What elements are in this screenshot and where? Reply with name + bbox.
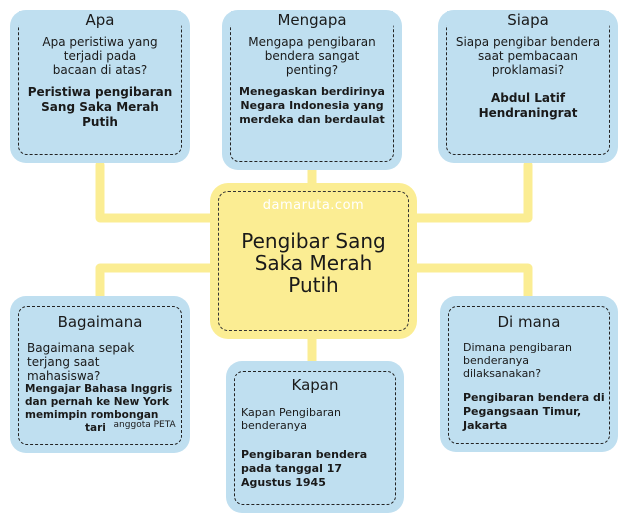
answer-line: Sang Saka Merah bbox=[41, 100, 159, 114]
card-bagaimana-border: Bagaimana Bagaimana sepak terjang saat m… bbox=[18, 306, 182, 445]
card-dimana: Di mana Dimana pengibaran benderanya dil… bbox=[440, 296, 618, 452]
card-siapa-border: Siapa Siapa pengibar bendera saat pembac… bbox=[446, 11, 610, 155]
connector-apa bbox=[95, 160, 217, 223]
card-kapan-answer: Pengibaran bendera pada tanggal 17 Agust… bbox=[241, 448, 391, 490]
answer-line: memimpin rombongan bbox=[25, 409, 159, 421]
question-line: Apa peristiwa yang bbox=[42, 35, 158, 49]
question-line: bacaan di atas? bbox=[52, 63, 148, 77]
card-mengapa-answer: Menegaskan berdirinya Negara Indonesia y… bbox=[231, 85, 393, 127]
question-line: terjang saat bbox=[27, 355, 100, 369]
center-topic-title: Pengibar Sang Saka Merah Putih bbox=[219, 230, 408, 296]
answer-line: Hendraningrat bbox=[478, 106, 578, 120]
card-apa: Apa Apa peristiwa yang terjadi pada baca… bbox=[10, 10, 190, 163]
connector-bagaimana bbox=[95, 263, 217, 305]
answer-line: merdeka dan berdaulat bbox=[239, 113, 385, 126]
card-mengapa: Mengapa Mengapa pengibaran bendera sanga… bbox=[222, 10, 402, 170]
card-dimana-border: Di mana Dimana pengibaran benderanya dil… bbox=[448, 306, 610, 444]
center-topic-border: damaruta.com Pengibar Sang Saka Merah Pu… bbox=[218, 191, 409, 331]
card-dimana-question: Dimana pengibaran benderanya dilaksanaka… bbox=[463, 341, 605, 380]
card-bagaimana-question: Bagaimana sepak terjang saat mahasiswa? bbox=[27, 341, 177, 383]
card-apa-answer: Peristiwa pengibaran Sang Saka Merah Put… bbox=[19, 85, 181, 130]
center-title-line: Putih bbox=[288, 273, 339, 297]
card-apa-title: Apa bbox=[79, 11, 121, 29]
question-line: saat pembacaan bbox=[477, 49, 579, 63]
question-line: mahasiswa? bbox=[27, 369, 101, 383]
question-line: Mengapa pengibaran bbox=[248, 35, 376, 49]
center-title-line: Pengibar Sang bbox=[241, 229, 386, 253]
card-kapan: Kapan Kapan Pengibaran benderanya Pengib… bbox=[226, 361, 404, 513]
answer-line: Peristiwa pengibaran bbox=[27, 85, 173, 99]
card-dimana-answer: Pengibaran bendera di Pegangsaan Timur, … bbox=[463, 391, 605, 433]
answer-line: pada tanggal 17 bbox=[241, 462, 343, 475]
question-line: penting? bbox=[285, 63, 339, 77]
question-line: bendera sangat bbox=[264, 49, 360, 63]
connector-siapa bbox=[410, 160, 533, 223]
card-apa-question: Apa peristiwa yang terjadi pada bacaan d… bbox=[19, 35, 181, 77]
card-siapa: Siapa Siapa pengibar bendera saat pembac… bbox=[438, 10, 618, 163]
answer-line: Negara Indonesia yang bbox=[240, 99, 384, 112]
center-title-line: Saka Merah bbox=[254, 251, 373, 275]
answer-line: Mengajar Bahasa Inggris bbox=[25, 383, 173, 395]
answer-line: Pengibaran bendera bbox=[241, 448, 368, 461]
answer-line: Putih bbox=[82, 115, 118, 129]
question-line: proklamasi? bbox=[491, 63, 565, 77]
card-siapa-answer: Abdul Latif Hendraningrat bbox=[447, 91, 609, 121]
answer-line: Agustus 1945 bbox=[241, 476, 326, 489]
answer-line: tari bbox=[85, 422, 106, 434]
card-bagaimana-answer: Mengajar Bahasa Inggris dan pernah ke Ne… bbox=[25, 383, 179, 436]
answer-line: Pengibaran bendera di bbox=[463, 391, 605, 404]
card-mengapa-border: Mengapa Mengapa pengibaran bendera sanga… bbox=[230, 11, 394, 162]
question-line: dilaksanakan? bbox=[463, 367, 542, 380]
card-siapa-title: Siapa bbox=[501, 11, 555, 29]
question-line: Bagaimana sepak bbox=[27, 341, 135, 355]
card-bagaimana: Bagaimana Bagaimana sepak terjang saat m… bbox=[10, 296, 190, 453]
answer-line: Abdul Latif bbox=[490, 91, 566, 105]
question-line: Dimana pengibaran bbox=[463, 341, 572, 354]
question-line: benderanya bbox=[463, 354, 529, 367]
answer-line: Menegaskan berdirinya bbox=[239, 85, 385, 98]
card-kapan-question: Kapan Pengibaran benderanya bbox=[241, 406, 391, 432]
watermark-text: damaruta.com bbox=[262, 198, 365, 213]
card-kapan-title: Kapan bbox=[285, 376, 345, 394]
center-topic-card: damaruta.com Pengibar Sang Saka Merah Pu… bbox=[210, 183, 417, 339]
answer-line: Pegangsaan Timur, bbox=[463, 405, 582, 418]
question-line: benderanya bbox=[241, 419, 307, 432]
card-bagaimana-title: Bagaimana bbox=[51, 313, 149, 331]
card-apa-border: Apa Apa peristiwa yang terjadi pada baca… bbox=[18, 11, 182, 155]
card-mengapa-title: Mengapa bbox=[271, 11, 353, 29]
answer-line: dan pernah ke New York bbox=[25, 396, 169, 408]
card-siapa-question: Siapa pengibar bendera saat pembacaan pr… bbox=[447, 35, 609, 77]
connector-dimana bbox=[410, 263, 533, 305]
card-dimana-title: Di mana bbox=[491, 313, 567, 331]
answer-line: Jakarta bbox=[463, 419, 508, 432]
card-mengapa-question: Mengapa pengibaran bendera sangat pentin… bbox=[231, 35, 393, 77]
card-kapan-border: Kapan Kapan Pengibaran benderanya Pengib… bbox=[234, 371, 396, 505]
question-line: Kapan Pengibaran bbox=[241, 406, 341, 419]
question-line: Siapa pengibar bendera bbox=[455, 35, 601, 49]
answer-note: anggota PETA bbox=[113, 420, 176, 430]
question-line: terjadi pada bbox=[63, 49, 137, 63]
